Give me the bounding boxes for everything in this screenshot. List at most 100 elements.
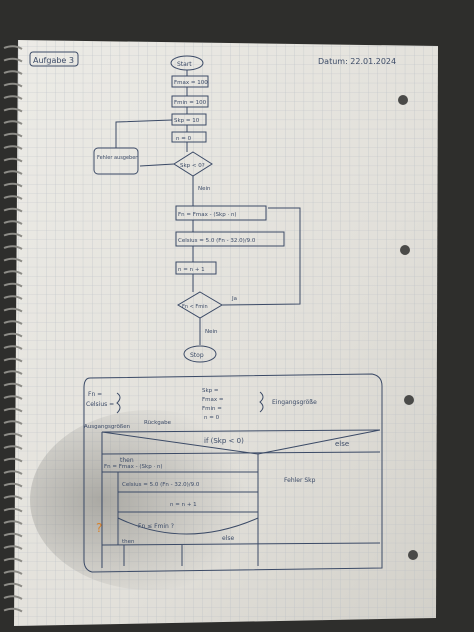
spiral-ring <box>3 370 23 375</box>
left-caption: Ausgangsgrößen <box>84 424 131 430</box>
start-label: Start <box>177 61 192 68</box>
spiral-ring <box>3 520 23 525</box>
spiral-ring <box>3 70 23 75</box>
then-label-2: then <box>122 539 135 545</box>
spiral-ring <box>3 357 23 363</box>
spiral-ring <box>3 457 23 463</box>
spiral-ring <box>3 220 23 225</box>
spiral-ring <box>3 307 23 313</box>
exercise-label-box <box>29 51 79 67</box>
fmax-box <box>171 75 209 88</box>
error-box-label: Fehler ausgeben <box>97 155 138 161</box>
mid-var-skp: Skp = <box>202 388 219 394</box>
spiral-ring <box>3 232 23 238</box>
spiral-ring <box>3 570 23 575</box>
loop-cond: Fn ≤ Fmin ? <box>138 523 174 530</box>
n-init-box <box>171 131 207 143</box>
spiral-ring <box>3 132 23 138</box>
spiral-ring <box>3 257 23 263</box>
spiral-ring <box>3 82 23 88</box>
spiral-ring <box>3 320 23 325</box>
spiral-ring <box>3 545 23 550</box>
spiral-ring <box>3 45 23 50</box>
fn-calc-label: Fn = Fmax - (Skp · n) <box>178 212 237 218</box>
outer-frame <box>83 373 383 573</box>
right-brace <box>259 391 264 413</box>
spiral-ring <box>3 582 23 588</box>
left-var-fn: Fn = <box>88 391 102 398</box>
spiral-ring <box>3 145 23 150</box>
stmt-fn: Fn = Fmax - (Skp · n) <box>104 464 163 470</box>
stmt-incr: n = n + 1 <box>170 502 197 508</box>
n-incr-label: n = n + 1 <box>178 267 205 273</box>
no-label-1: Nein <box>198 186 211 192</box>
stmt-celsius: Celsius = 5.0 (Fn - 32.0)/9.0 <box>122 482 200 488</box>
fmin-label: Fmin = 100 <box>174 100 207 106</box>
right-caption: Eingangsgröße <box>272 399 317 406</box>
spiral-binding <box>3 45 23 613</box>
step-box <box>171 113 207 126</box>
flowchart-labels: Start Fmax = 100 Fmin = 100 Skp = 10 n =… <box>97 61 256 359</box>
stop-label: Stop <box>190 352 204 359</box>
nassi-diagram <box>83 373 383 573</box>
spiral-ring <box>3 170 23 175</box>
spiral-ring <box>3 445 23 450</box>
if-condition: if (Skp < 0) <box>204 437 244 445</box>
spiral-ring <box>3 470 23 475</box>
spiral-ring <box>3 270 23 275</box>
spiral-ring <box>3 495 23 500</box>
then-label: then <box>120 457 134 464</box>
spiral-ring <box>3 557 23 563</box>
yes-label: Ja <box>231 296 237 302</box>
fmin-box <box>171 95 209 108</box>
spiral-ring <box>3 532 23 538</box>
spiral-ring <box>3 482 23 488</box>
flowchart <box>93 55 301 363</box>
n-incr-box <box>175 261 217 275</box>
spiral-ring <box>3 295 23 300</box>
date-label: Datum: 22.01.2024 <box>318 57 396 66</box>
paper-sheet <box>14 40 438 626</box>
mid-var-fmin: Fmin = <box>202 406 222 412</box>
spiral-ring <box>3 345 23 350</box>
step-label: Skp = 10 <box>174 118 200 124</box>
hand-shadow <box>30 410 270 590</box>
spiral-ring <box>3 407 23 413</box>
mid-var-fmax: Fmax = <box>202 397 224 403</box>
spiral-ring <box>3 207 23 213</box>
inner-condition-arc <box>117 517 259 535</box>
exercise-label: Aufgabe 3 <box>33 56 74 65</box>
else-label: else <box>335 440 349 448</box>
no-label-2: Nein <box>205 329 218 335</box>
else-action: Fehler Skp <box>284 477 316 484</box>
spiral-ring <box>3 595 23 600</box>
punch-holes <box>398 95 418 560</box>
left-brace <box>116 392 121 414</box>
fn-calc-box <box>175 205 267 221</box>
spiral-ring <box>3 120 23 125</box>
spiral-ring <box>3 245 23 250</box>
n-init-label: n = 0 <box>176 136 192 142</box>
left-var-celsius: Celsius = <box>86 401 114 408</box>
spiral-ring <box>3 107 23 113</box>
fmax-label: Fmax = 100 <box>174 80 208 86</box>
orange-question-mark: ? <box>96 521 102 535</box>
spiral-ring <box>3 420 23 425</box>
spiral-ring <box>3 182 23 188</box>
spiral-ring <box>3 507 23 513</box>
left-note: Rückgabe <box>144 420 172 426</box>
spiral-ring <box>3 95 23 100</box>
spiral-ring <box>3 607 23 613</box>
spiral-ring <box>3 332 23 338</box>
celsius-calc-label: Celsius = 5.0 (Fn - 32.0)/9.0 <box>178 238 256 244</box>
nassi-labels: Fn = Celsius = Ausgangsgrößen Rückgabe S… <box>84 388 349 545</box>
celsius-calc-box <box>175 231 285 247</box>
spiral-ring <box>3 395 23 400</box>
mid-var-n: n = 0 <box>204 415 220 421</box>
spiral-ring <box>3 157 23 163</box>
stop-terminal <box>183 345 217 363</box>
spiral-ring <box>3 432 23 438</box>
else-label-2: else <box>222 535 234 542</box>
spiral-ring <box>3 57 23 63</box>
